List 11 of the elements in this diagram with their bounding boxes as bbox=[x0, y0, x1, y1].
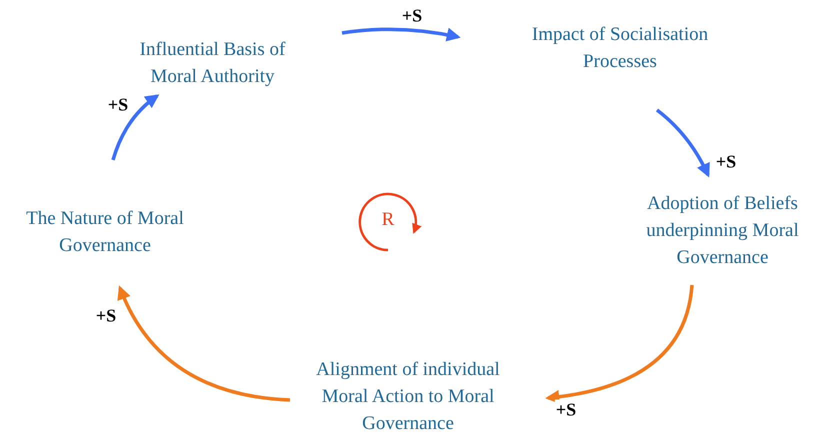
variable-label: Influential Basis of Moral Authority bbox=[138, 38, 286, 89]
arrow bbox=[656, 108, 710, 178]
variable-label: The Nature of Moral Governance bbox=[25, 207, 185, 258]
arrow bbox=[111, 94, 160, 161]
variable-label: Impact of Socialisation Processes bbox=[530, 23, 710, 74]
variable-label: Adoption of Beliefs underpinning Moral Governance bbox=[645, 192, 800, 270]
arrow bbox=[342, 28, 461, 42]
loop-label: R bbox=[382, 209, 394, 231]
arrow bbox=[118, 285, 290, 402]
variable-label: Alignment of individual Moral Action to Moral Governance bbox=[315, 358, 501, 436]
arrow bbox=[545, 284, 694, 404]
